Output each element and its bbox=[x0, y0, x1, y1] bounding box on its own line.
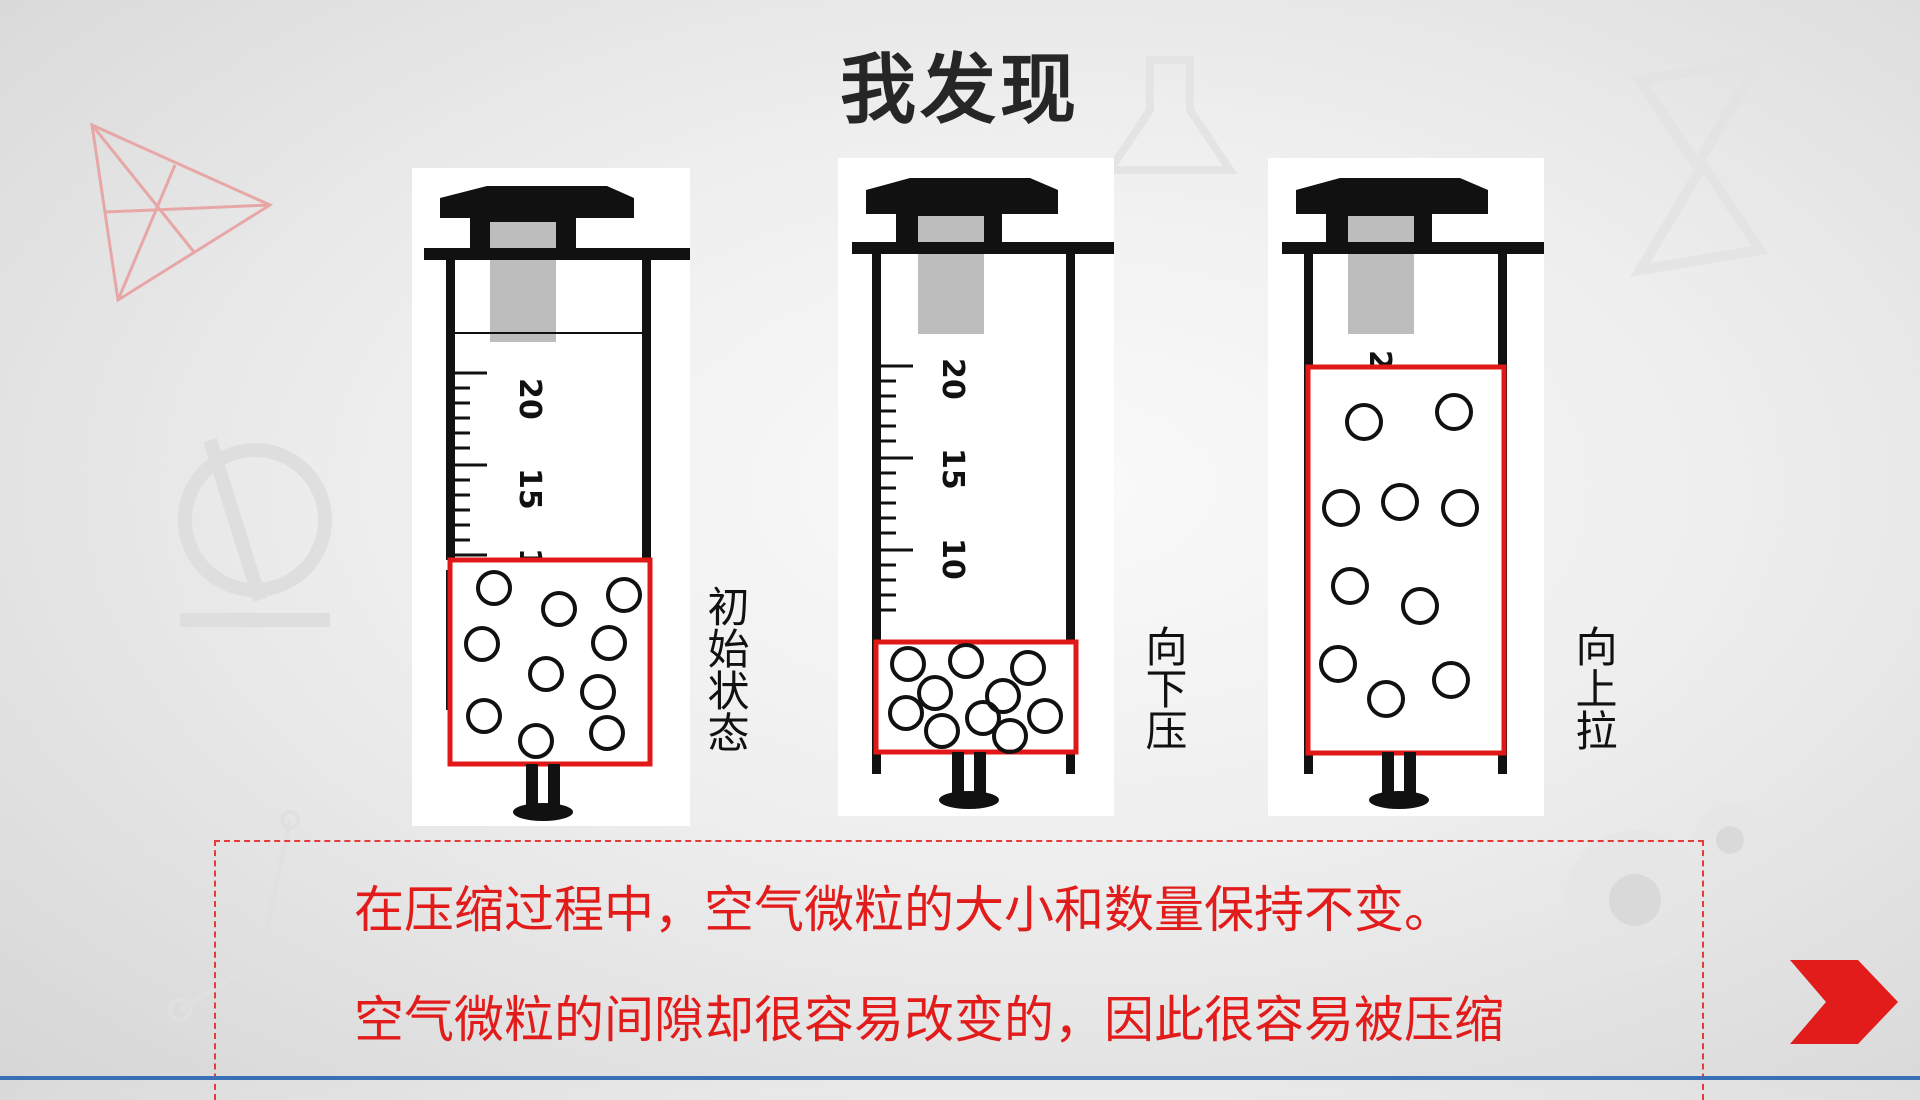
syringe-initial-label: 初始状态 bbox=[701, 585, 750, 753]
slide-title: 我发现 bbox=[840, 45, 1080, 134]
triangle-icon bbox=[90, 122, 274, 303]
air-particles bbox=[1319, 393, 1479, 718]
scale-label-10: 10 bbox=[935, 538, 970, 580]
scale-label-15: 15 bbox=[512, 468, 547, 510]
syringe-push-icon: 20 15 10 bbox=[852, 178, 1114, 809]
scale-label-15: 15 bbox=[935, 448, 970, 490]
syringe-initial-icon: 20 15 10 bbox=[424, 186, 690, 821]
syringe-push-panel: 20 15 10 bbox=[838, 158, 1114, 816]
microscope-icon bbox=[178, 437, 332, 627]
syringe-pull-icon: 20 bbox=[1282, 178, 1544, 809]
syringe-pull-panel: 20 bbox=[1268, 158, 1544, 816]
air-particles bbox=[464, 570, 642, 759]
molecule-icon bbox=[168, 810, 300, 1022]
scale-label-20: 20 bbox=[935, 358, 970, 400]
hourglass-icon bbox=[1630, 53, 1770, 277]
conclusion-line-2: 空气微粒的间隙却很容易改变的，因此很容易被压缩 bbox=[354, 991, 1504, 1049]
syringe-initial-panel: 20 15 10 bbox=[412, 168, 690, 826]
flask-icon bbox=[1102, 56, 1238, 174]
conclusion-line-1: 在压缩过程中，空气微粒的大小和数量保持不变。 bbox=[354, 881, 1454, 939]
gear-icon bbox=[1565, 804, 1766, 970]
air-particles bbox=[888, 643, 1063, 754]
syringe-push-label: 向下压 bbox=[1139, 625, 1188, 751]
next-slide-button[interactable] bbox=[1790, 960, 1900, 1044]
chevron-right-icon bbox=[1790, 960, 1898, 1044]
syringe-pull-label: 向上拉 bbox=[1569, 625, 1618, 751]
bottom-accent-bar bbox=[0, 1076, 1920, 1080]
scale-label-20: 20 bbox=[512, 378, 547, 420]
conclusion-box bbox=[214, 840, 1704, 1100]
